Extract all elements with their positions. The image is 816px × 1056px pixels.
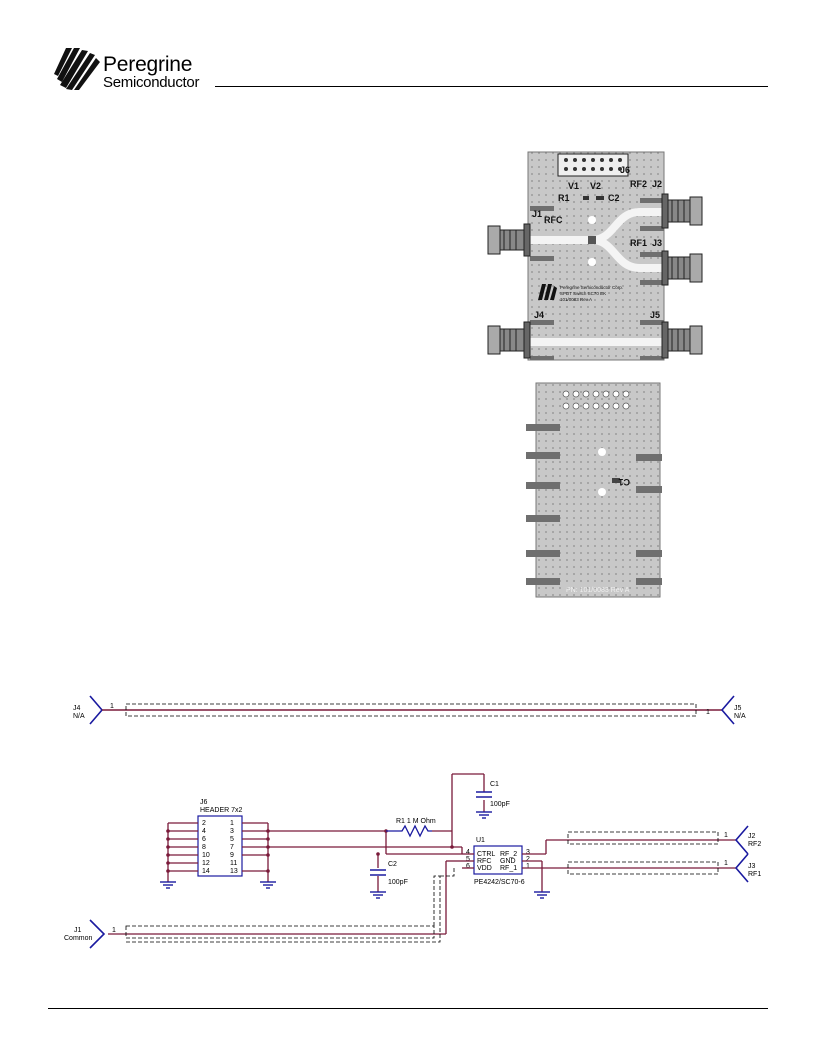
u1-pin-1: 1 [526, 863, 530, 870]
j5-ref: J5 [734, 705, 742, 712]
label-rf1: RF1 [630, 238, 647, 248]
j6-pin-1: 1 [230, 820, 234, 827]
j5-pin: 1 [706, 709, 710, 716]
label-c1-bottom: C1 [618, 477, 630, 487]
header-rule [215, 86, 768, 87]
sma-connector-j4-icon [487, 321, 531, 359]
footer-rule [48, 1008, 768, 1009]
r1-label: R1 1 M Ohm [396, 818, 436, 825]
sma-connector-j1-icon [487, 223, 531, 257]
label-r1: R1 [558, 193, 570, 203]
sma-connector-j2-icon [661, 193, 703, 229]
j6-pin-10: 10 [202, 852, 210, 859]
j6-pin-11: 11 [230, 860, 237, 867]
u1-ref: U1 [476, 837, 485, 844]
label-c2: C2 [608, 193, 620, 203]
ground-icon-c2 [370, 891, 386, 899]
j4-ref: J4 [73, 705, 81, 712]
u1-pin-5: 5 [466, 856, 470, 863]
j2-net: RF2 [748, 841, 761, 848]
c1-value: 100pF [490, 801, 510, 808]
j3-ref: J3 [748, 863, 756, 870]
label-j2: J2 [652, 179, 662, 189]
j1-pin: 1 [112, 927, 116, 934]
j4-port-icon [89, 695, 104, 725]
sma-connector-j5-icon [661, 321, 703, 359]
sma-connector-j3-icon [661, 250, 703, 286]
company-name: Peregrine [103, 53, 193, 76]
u1-pin-3: 3 [526, 849, 530, 856]
silkscreen-line-1: Peregrine Semiconductor Corp. [560, 285, 623, 290]
label-j3: J3 [652, 238, 662, 248]
u1-name-vdd: VDD [477, 865, 492, 872]
peregrine-stripes-icon [54, 48, 100, 90]
j6-pin-13: 13 [230, 868, 238, 875]
ground-icon-j6-left [160, 881, 176, 889]
ground-icon-j6-right [260, 881, 276, 889]
u1-name-rfc: RFC [477, 858, 491, 865]
u1-pin-2: 2 [526, 856, 530, 863]
j4-net: N/A [73, 713, 85, 720]
j2-pin: 1 [724, 832, 728, 839]
board-bottom-image: C1 PN: 101/0083 Rev A [522, 382, 668, 598]
company-logo: Peregrine Semiconductor [52, 46, 202, 92]
label-j6: J6 [620, 165, 630, 175]
resistor-r1-icon [386, 824, 432, 838]
c1-ref: C1 [490, 781, 499, 788]
silkscreen-line-2: SPDT Switch SC70 EK [560, 291, 606, 296]
u1-name-rf2: RF_2 [500, 851, 517, 858]
j5-net: N/A [734, 713, 746, 720]
j3-net: RF1 [748, 871, 761, 878]
j6-pin-8: 8 [202, 844, 206, 851]
j3-port-icon [734, 853, 749, 883]
j6-pin-3: 3 [230, 828, 234, 835]
j6-pin-12: 12 [202, 860, 210, 867]
u1-pin-4: 4 [466, 849, 470, 856]
j6-ref: J6 [200, 799, 208, 806]
company-subtitle: Semiconductor [103, 74, 200, 91]
j5-port-icon [720, 695, 735, 725]
j6-type: HEADER 7x2 [200, 807, 243, 814]
u1-pin-6: 6 [466, 863, 470, 870]
j1-net: Common [64, 935, 93, 942]
label-j1: J1 [532, 209, 542, 219]
ground-icon-u1 [534, 891, 550, 899]
j2-ref: J2 [748, 833, 756, 840]
capacitor-c2-icon [370, 869, 386, 876]
schematic: J4 N/A 1 1 J5 N/A J6 HEADER 7x2 2 4 6 8 … [0, 680, 816, 980]
j3-pin: 1 [724, 860, 728, 867]
ground-icon-c1 [476, 811, 492, 819]
j6-pin-14: 14 [202, 868, 210, 875]
label-j5: J5 [650, 310, 660, 320]
j6-pin-5: 5 [230, 836, 234, 843]
j1-ref: J1 [74, 927, 82, 934]
capacitor-c1-icon [476, 791, 492, 798]
u1-name-gnd: GND [500, 858, 516, 865]
j6-pin-4: 4 [202, 828, 206, 835]
board-logo-icon [538, 284, 557, 300]
label-j4: J4 [534, 310, 544, 320]
j6-pin-9: 9 [230, 852, 234, 859]
c2-value: 100pF [388, 879, 408, 886]
j6-pin-2: 2 [202, 820, 206, 827]
label-v1: V1 [568, 181, 579, 191]
label-v2: V2 [590, 181, 601, 191]
u1-name-rf1: RF_1 [500, 865, 517, 872]
u1-name-ctrl: CTRL [477, 851, 495, 858]
j2-port-icon [734, 825, 749, 855]
j6-pin-7: 7 [230, 844, 234, 851]
c2-ref: C2 [388, 861, 397, 868]
j4-pin: 1 [110, 703, 114, 710]
j1-port-icon [89, 919, 106, 949]
label-rf2: RF2 [630, 179, 647, 189]
board-top-image: J6 V1 V2 R1 C2 RF2 J2 J1 RFC RF1 J3 J4 J… [480, 150, 706, 362]
silkscreen-line-3: 101/0083 Rev A [560, 297, 592, 302]
j6-pin-6: 6 [202, 836, 206, 843]
u1-part: PE4242/SC70-6 [474, 879, 525, 886]
part-number-label: PN: 101/0083 Rev A [566, 587, 630, 594]
label-rfc: RFC [544, 215, 563, 225]
